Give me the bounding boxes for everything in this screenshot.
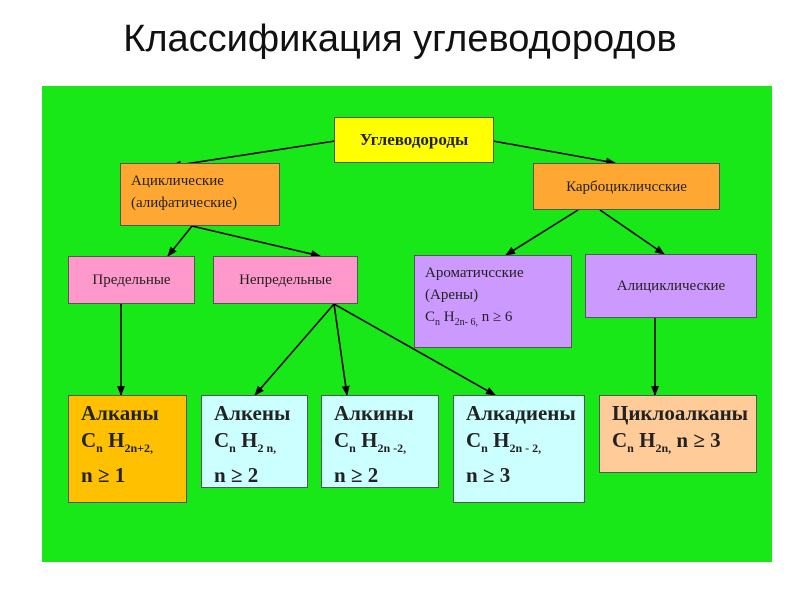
arrow-acyclic-unsaturated [191,225,321,258]
acyclic-label: Ациклические [131,173,224,189]
node-cycloalkanes: Циклоалканы Cn H2n, n ≥ 3 [599,395,757,473]
arrow-unsaturated-alkenes [254,303,335,396]
acyclic-sublabel: (алифатические) [131,195,238,211]
node-aromatic: Ароматичсские (Арены) Cn H2n- 6, n ≥ 6 [414,255,572,348]
node-alicyclic: Алициклические [585,254,757,318]
node-unsaturated: Непредельные [213,256,358,304]
node-acyclic: Ациклические (алифатические) [120,163,280,226]
arrow-unsaturated-alkynes [333,303,350,396]
node-hydrocarbons: Углеводороды [334,117,494,163]
slide-title: Классификация углеводородов [123,18,677,60]
node-carbocyclic: Карбоцикличсские [533,163,720,210]
node-alkenes: Алкены Cn H2 n, n ≥ 2 [201,395,308,488]
node-saturated: Предельные [68,256,195,304]
arrow-unsaturated-alkadienes [333,303,496,396]
node-alkadienes: Алкадиены Cn H2n - 2, n ≥ 3 [453,395,585,503]
aromatic-formula: Cn H2n- 6, n ≥ 6 [425,309,513,328]
arrow-root-acyclic [171,140,336,169]
arrow-carbocyclic-aromatic [505,209,579,256]
arrow-root-carbocyclic [492,140,616,166]
arrow-carbocyclic-alicyclic [599,209,665,255]
arrow-acyclic-saturated [167,225,193,257]
node-alkynes: Алкины Cn H2n -2, n ≥ 2 [321,395,439,488]
node-alkanes: Алканы Cn H2n+2, n ≥ 1 [68,395,187,503]
